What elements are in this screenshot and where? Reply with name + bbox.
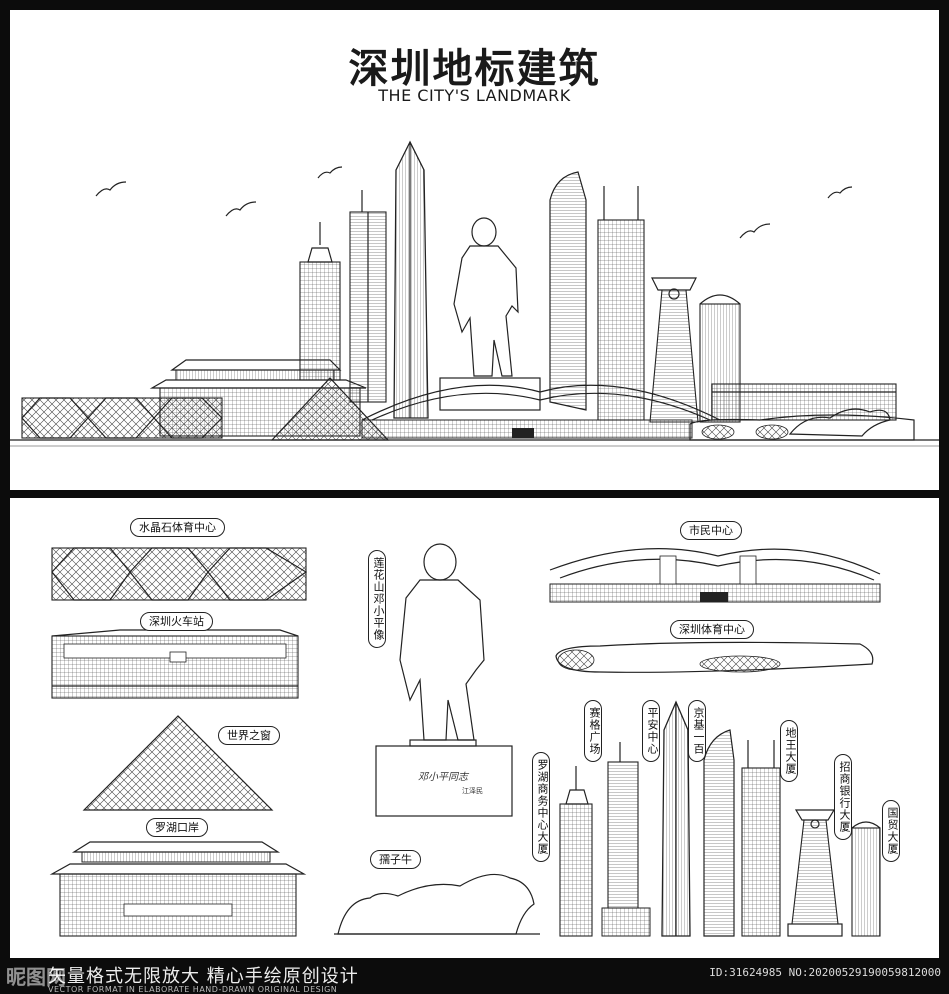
bird-icon [225,201,257,217]
civic-center-drawing [549,548,881,603]
skyline-jingji [549,171,587,411]
footer-bar [0,958,949,993]
deng-statue-drawing [375,543,513,817]
guomao-tower-drawing [851,821,881,937]
label-shuijingshi: 水晶石体育中心 [130,518,225,537]
bird-icon [827,186,853,199]
label-zhaoshang: 招商银行大厦 [834,754,852,840]
bird-icon [95,181,127,197]
label-pingan: 平安中心 [642,700,660,762]
bull-drawing [334,873,540,935]
saige-tower-drawing [601,742,651,937]
statue-inscription: 邓小平同志 [418,772,468,783]
footer-slogan-en: VECTOR FORMAT IN ELABORATE HAND-DRAWN OR… [48,985,338,994]
diwang-tower-drawing [741,740,781,937]
skyline-zhaoshang [649,277,699,423]
skyline-railway [711,383,897,421]
skyline-bull [788,408,891,437]
skyline-deng-statue [439,217,541,411]
label-dengxiaoping: 莲花山邓小平像 [368,550,386,648]
window-of-world-pyramid-drawing [82,715,274,811]
label-jingji: 京基一百 [688,700,706,762]
skyline-pyramid [270,377,390,441]
luohu-port-drawing [49,841,307,937]
label-luohukouan: 罗湖口岸 [146,818,208,837]
label-diwang: 地王大厦 [780,720,798,782]
kingkey-tower-drawing [703,729,735,937]
skyline-pingan [393,140,429,419]
label-saige: 赛格广场 [584,700,602,762]
cmb-tower-drawing [787,809,843,937]
sports-center-drawing [555,641,874,673]
bird-icon [739,223,771,239]
watermark-id: ID:31624985 NO:20200529190059812000 [709,966,941,979]
skyline-diwang [597,186,645,421]
page-title: 深圳地标建筑 [348,46,601,92]
page-subtitle: THE CITY'S LANDMARK [378,86,571,105]
skyline-sports-center [689,414,915,441]
label-huochezhan: 深圳火车站 [140,612,213,631]
footer-slogan: 矢量格式无限放大 精心手绘原创设计 [48,966,359,987]
crystal-stadium-drawing [51,547,308,601]
skyline-saige [349,190,387,403]
railway-station-drawing [51,629,299,699]
label-tiyuzhongxin: 深圳体育中心 [670,620,754,639]
label-shijiezhichuang: 世界之窗 [218,726,280,745]
label-luohushangwu: 罗湖商务中心大厦 [532,752,550,862]
skyline-luohu-tower [299,222,341,381]
pingan-tower-drawing [661,700,691,937]
label-shiminzhongxin: 市民中心 [680,521,742,540]
watermark-logo: 昵图网 [6,965,66,989]
luohu-business-tower-drawing [559,766,593,937]
label-ruziniu: 孺子牛 [370,850,421,869]
bird-icon [317,166,343,179]
label-guomao: 国贸大厦 [882,800,900,862]
statue-signature: 江泽民 [462,787,483,795]
